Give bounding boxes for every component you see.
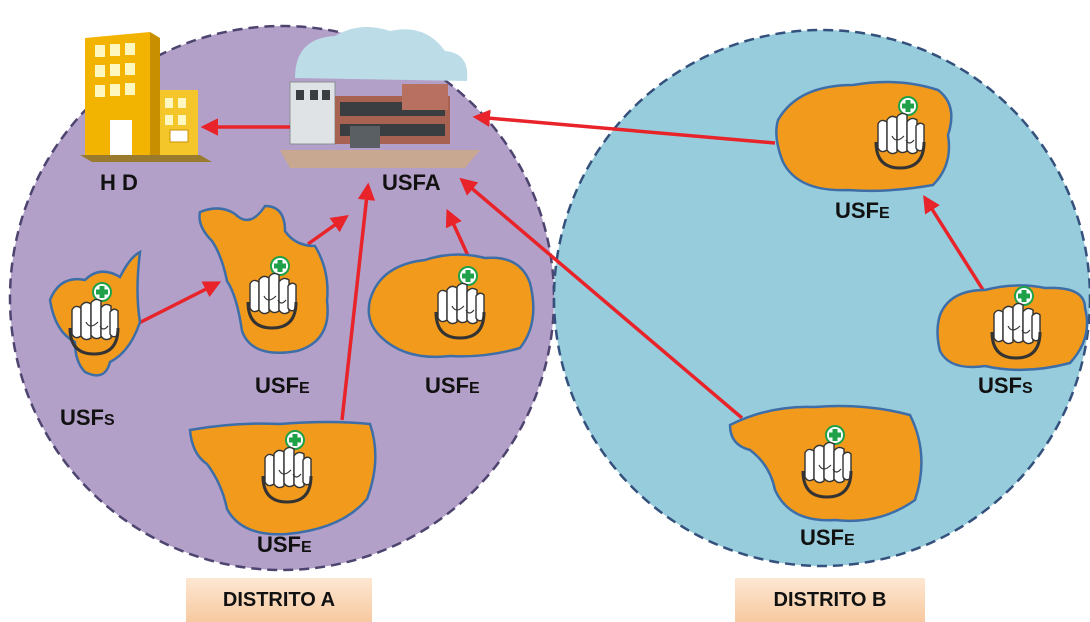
unit-a-e3 [188, 420, 377, 536]
unit-a-e1 [198, 204, 329, 355]
health-center-building-icon [280, 27, 480, 168]
unit-a-e2-label: USFE [425, 373, 480, 398]
unit-b-s [936, 284, 1089, 372]
link-b-s-to-b-e1 [923, 195, 987, 294]
link-b-e1-to-usfa [472, 109, 776, 145]
unit-b-e1-label: USFE [835, 198, 890, 223]
unit-a-e2 [367, 253, 535, 358]
links [132, 109, 987, 421]
unit-a-e1-label: USFE [255, 373, 310, 398]
unit-a-s [48, 249, 142, 377]
unit-b-s-label: USFS [978, 373, 1033, 398]
unit-a-s-label: USFS [60, 405, 115, 430]
district-a-label: DISTRITO A [186, 578, 372, 622]
unit-b-e2 [728, 404, 923, 523]
link-a-e3-to-usfa [340, 182, 376, 421]
link-a-s-to-a-e1 [132, 281, 222, 328]
hospital-building-icon [80, 32, 212, 162]
link-a-e1-to-usfa [306, 214, 349, 246]
district-b-area [552, 28, 1090, 568]
link-a-e2-to-usfa [445, 208, 472, 261]
district-b-label: DISTRITO B [735, 578, 925, 622]
unit-a-e3-label: USFE [257, 532, 312, 557]
link-b-e2-to-usfa [459, 177, 744, 420]
unit-b-e2-label: USFE [800, 525, 855, 550]
hospital-label: H D [100, 170, 138, 195]
unit-b-e1 [775, 80, 953, 193]
usfa-label: USFA [382, 170, 441, 195]
